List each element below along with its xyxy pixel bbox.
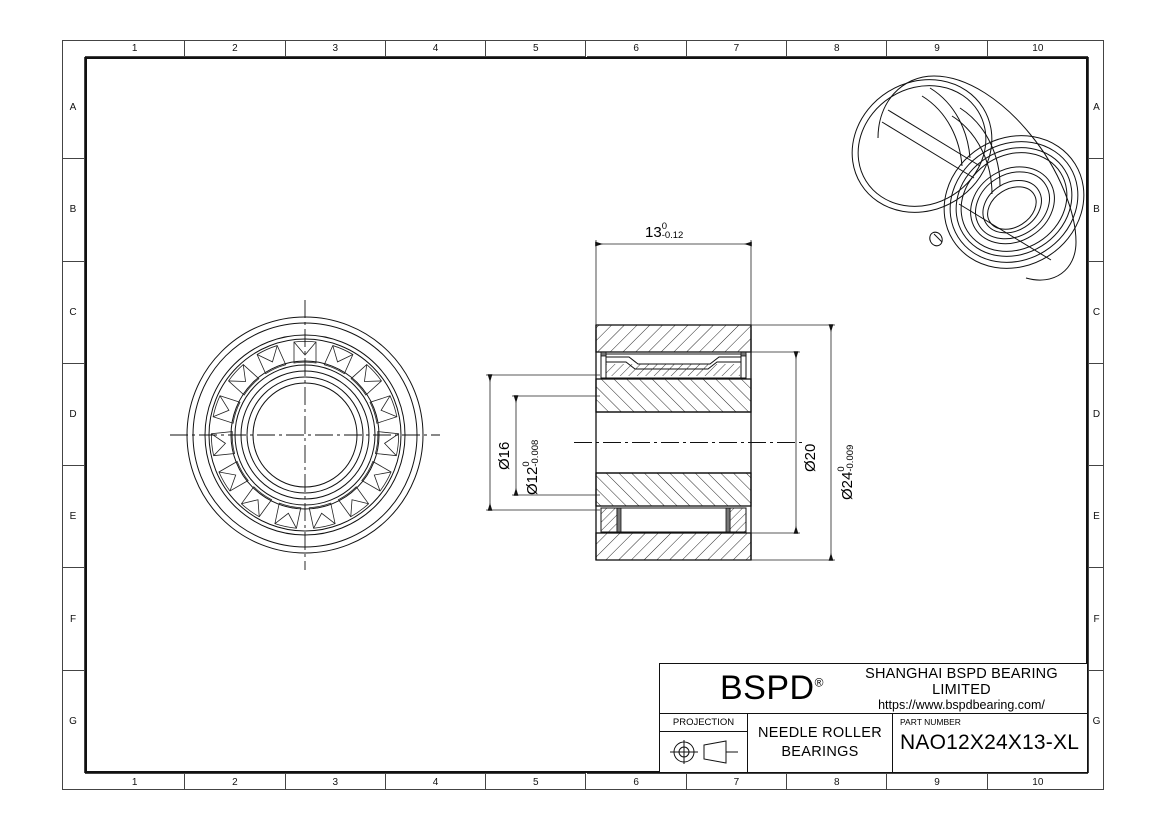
zone-column-bottom-3: 3 <box>285 773 386 790</box>
zone-row-left-C: C <box>62 261 85 364</box>
front-circular-view <box>170 300 440 570</box>
zone-row-left-E: E <box>62 466 85 569</box>
zone-row-right-D: D <box>1088 363 1104 467</box>
zone-row-left-A: A <box>62 57 85 160</box>
brand-name: BSPD <box>720 669 815 707</box>
dimension-outer-raceway-label: Ø20 <box>802 444 819 472</box>
cage-assembly-lower <box>600 507 747 533</box>
zone-row-right-A: A <box>1088 57 1104 160</box>
zone-row-right-C: C <box>1088 261 1104 364</box>
projection-label: PROJECTION <box>660 714 747 732</box>
dimension-width-tol-lower: -0.12 <box>661 230 684 241</box>
dimension-lines <box>486 240 835 561</box>
zone-column-top-6: 6 <box>586 40 687 57</box>
title-block-detail-row: PROJECTION NEEDLE ROLLER BEARINGS PART N… <box>660 714 1087 772</box>
zone-column-top-9: 9 <box>887 40 988 57</box>
dimension-width-tol-upper: 0 <box>661 221 667 232</box>
zone-row-right-B: B <box>1088 159 1104 262</box>
first-angle-projection-icon <box>660 732 747 772</box>
zone-row-right-E: E <box>1088 466 1104 569</box>
zone-column-bottom-4: 4 <box>385 773 487 790</box>
dimension-od-value: Ø24 <box>839 471 856 500</box>
zone-column-bottom-10: 10 <box>987 773 1088 790</box>
zone-column-bottom-8: 8 <box>787 773 888 790</box>
projection-cell: PROJECTION <box>660 714 748 772</box>
dimension-inner-ring-od-label: Ø16 <box>496 442 513 470</box>
needle-roller-ring <box>210 340 400 529</box>
zone-column-top-7: 7 <box>686 40 788 57</box>
zone-column-top-2: 2 <box>185 40 286 57</box>
company-name: SHANGHAI BSPD BEARING LIMITED <box>865 665 1058 698</box>
company-info: SHANGHAI BSPD BEARING LIMITED https://ww… <box>836 666 1087 712</box>
zone-column-top-8: 8 <box>787 40 888 57</box>
dimension-width-value: 13 <box>645 224 662 241</box>
product-type-line1: NEEDLE ROLLER <box>758 725 882 741</box>
zone-column-bottom-9: 9 <box>887 773 988 790</box>
zone-row-left-F: F <box>62 568 85 671</box>
sheet-inner-border <box>85 57 1088 773</box>
zone-column-top-5: 5 <box>486 40 587 57</box>
dimension-inner-ring-od-value: Ø16 <box>496 441 513 470</box>
dimension-bore-tol-lower: -0.008 <box>530 439 541 467</box>
part-number-value: NAO12X24X13-XL <box>900 731 1080 754</box>
cage-assembly-upper <box>600 351 747 379</box>
company-url[interactable]: https://www.bspdbearing.com/ <box>878 697 1045 712</box>
sheet-outer-border <box>62 40 1104 790</box>
product-type-cell: NEEDLE ROLLER BEARINGS <box>748 714 893 772</box>
zone-column-bottom-7: 7 <box>686 773 788 790</box>
registered-trademark-icon: ® <box>814 675 824 690</box>
product-type-line2: BEARINGS <box>781 744 859 760</box>
zone-row-left-D: D <box>62 363 85 467</box>
zone-column-bottom-2: 2 <box>185 773 286 790</box>
part-number-cell: PART NUMBER NAO12X24X13-XL <box>893 714 1087 772</box>
zone-row-left-G: G <box>62 670 85 773</box>
zone-column-bottom-5: 5 <box>486 773 587 790</box>
dimension-outer-raceway-value: Ø20 <box>802 443 819 472</box>
title-block: BSPD® SHANGHAI BSPD BEARING LIMITED http… <box>659 663 1088 773</box>
title-block-header-row: BSPD® SHANGHAI BSPD BEARING LIMITED http… <box>660 664 1087 714</box>
zone-column-bottom-6: 6 <box>586 773 687 790</box>
lubrication-hole-icon <box>929 231 943 247</box>
zone-row-left-B: B <box>62 159 85 262</box>
brand-logo: BSPD® <box>720 669 824 708</box>
dimension-od-tol-lower: -0.009 <box>845 444 856 472</box>
zone-column-top-1: 1 <box>85 40 186 57</box>
zone-row-right-F: F <box>1088 568 1104 671</box>
cross-section-view <box>574 324 804 561</box>
dimension-bore-value: Ø12 <box>524 466 541 495</box>
isometric-3d-view <box>851 75 1085 281</box>
zone-column-bottom-1: 1 <box>85 773 186 790</box>
part-number-label: PART NUMBER <box>900 717 961 727</box>
zone-row-right-G: G <box>1088 670 1104 773</box>
zone-column-top-3: 3 <box>285 40 386 57</box>
zone-column-top-10: 10 <box>987 40 1088 57</box>
zone-column-top-4: 4 <box>385 40 487 57</box>
